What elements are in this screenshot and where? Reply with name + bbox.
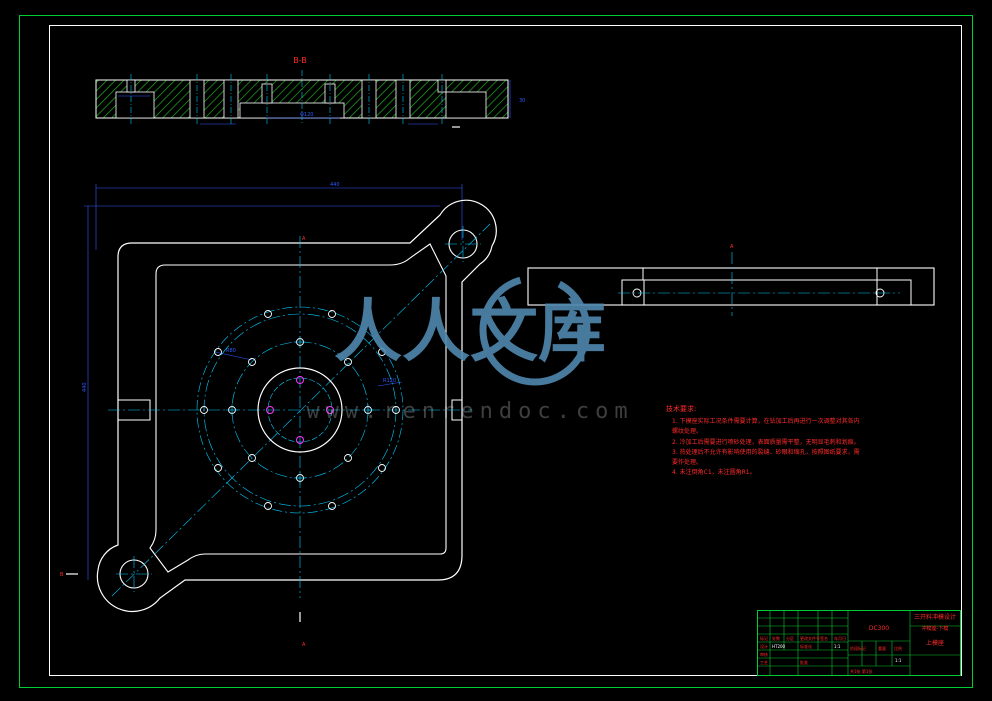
- marker-b-left: B: [60, 572, 64, 578]
- notes-title: 技术要求:: [666, 404, 696, 413]
- side-body: [527, 267, 935, 306]
- plan-dimensions: [84, 184, 463, 580]
- section-view-bb: B-B: [95, 56, 525, 128]
- plan-radius-dim-b: R120: [383, 378, 396, 384]
- inner-frame: [49, 25, 962, 676]
- outer-bolt-circle: [200, 310, 400, 510]
- note-line-6: 4. 未注倒角C1，未注圆角R1。: [672, 468, 756, 476]
- inner-pin-holes: [266, 376, 334, 444]
- title-block: 标记 处数 分区 更改文件号 签名 年月日 设计 标准化 审核 工艺 批准 HT…: [757, 610, 961, 676]
- marker-a-top: A: [302, 236, 306, 242]
- plan-inner-recess: [149, 243, 447, 573]
- side-marker: A: [730, 244, 734, 250]
- tb-scale-small: 1:1: [834, 644, 841, 649]
- tb-part-name: 上模座: [926, 639, 944, 647]
- central-bore: [257, 367, 343, 453]
- tb-zone: 分区: [786, 635, 794, 641]
- watermark-ring: [479, 274, 591, 386]
- watermark-url: www.renrendoc.com: [306, 399, 633, 424]
- tb-standard: 标准化: [800, 643, 812, 649]
- tb-ratio: 比例: [894, 645, 902, 651]
- note-line-1: 1. 下模座实际工况条件需要计算，在钻加工后再进行一次调整对其各内: [672, 417, 860, 425]
- section-shaft-dim: Φ120: [300, 112, 313, 118]
- side-view: A: [527, 244, 935, 316]
- marker-a-bottom: A: [302, 642, 306, 648]
- tb-sign: 签名: [820, 635, 828, 641]
- watermark: 人人文库 www.renrendoc.com: [306, 274, 633, 424]
- plan-height-dim: 440: [82, 382, 88, 392]
- tb-sheet: 共1张 第1张: [850, 668, 872, 674]
- note-line-2: 螺纹处理。: [672, 427, 702, 435]
- tb-drawing-no: DC300: [869, 625, 889, 632]
- tb-weight: 重量: [878, 645, 886, 651]
- tb-ratio-value: 1:1: [895, 658, 902, 663]
- tb-stage: 阶段标记: [850, 645, 866, 651]
- outer-frame: [19, 15, 973, 688]
- note-line-3: 2. 冷加工后需要进行喷砂处理，表面质量需平整，无明显毛刺和划痕。: [672, 438, 860, 446]
- tb-mark: 标记: [760, 635, 768, 641]
- technical-notes: 技术要求: 1. 下模座实际工况条件需要计算，在钻加工后再进行一次调整对其各内 …: [666, 404, 860, 476]
- tb-design-value: HT200: [772, 644, 786, 649]
- tb-process: 工艺: [760, 660, 768, 665]
- section-thk-dim: 30: [519, 98, 525, 104]
- watermark-text: 人人文库: [334, 293, 606, 372]
- plan-view: 440 440 R80 R120: [60, 182, 497, 648]
- tb-count: 处数: [772, 635, 780, 641]
- tb-change: 更改文件号: [800, 635, 820, 641]
- tb-project: 三开料冲模设计: [914, 613, 956, 621]
- tb-design: 设计: [760, 643, 768, 649]
- plan-outer-contour: [96, 199, 497, 613]
- note-line-5: 要作处理。: [672, 458, 702, 466]
- tb-date: 年月日: [834, 635, 846, 641]
- plan-width-dim: 440: [330, 182, 340, 188]
- tb-subtitle: 冲模座-下模: [922, 625, 949, 632]
- tb-approve: 批准: [800, 659, 808, 665]
- tb-check: 审核: [760, 651, 768, 657]
- section-label: B-B: [293, 56, 307, 65]
- plan-radius-dim: R80: [226, 348, 236, 354]
- note-line-4: 3. 热处理后不允许有影响使用的裂缝、砂眼和缩孔，按照图纸要求，需: [672, 448, 860, 456]
